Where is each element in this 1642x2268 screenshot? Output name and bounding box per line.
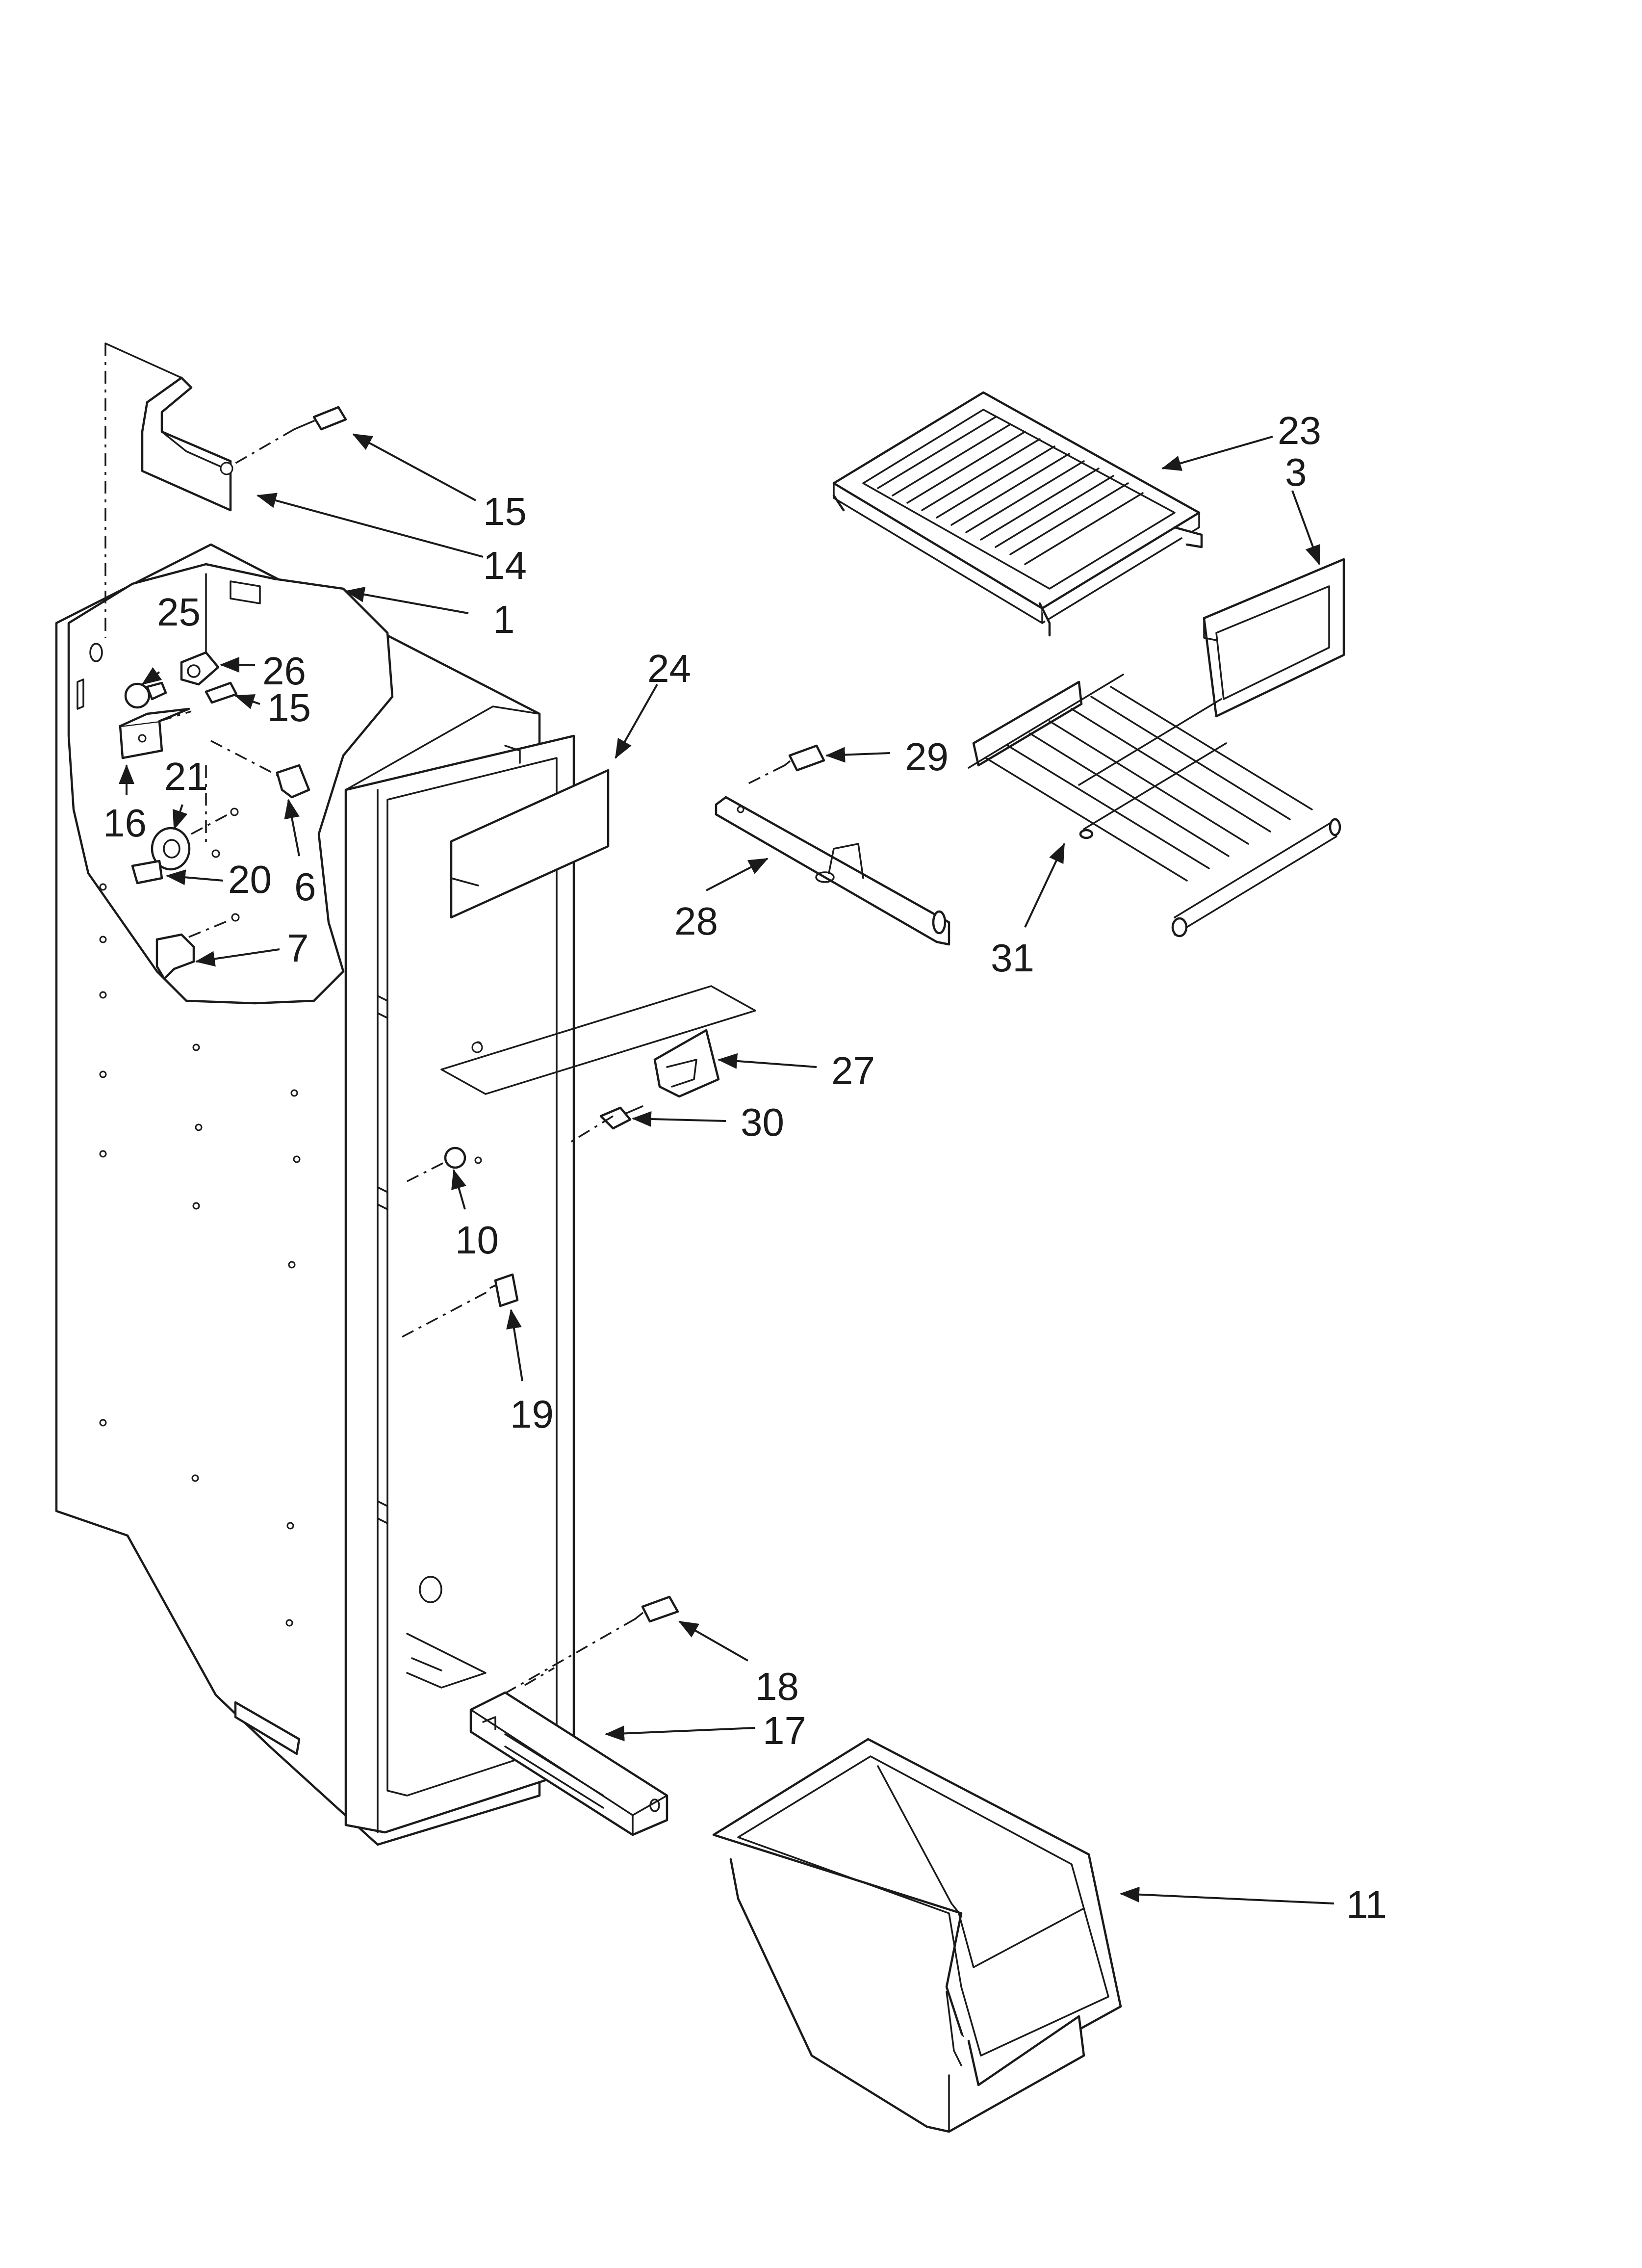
callout-11: 11 <box>1346 1883 1387 1927</box>
callout-1: 1 <box>493 598 515 641</box>
callout-16: 16 <box>103 801 147 845</box>
door-switch <box>402 1273 519 1338</box>
callout-30: 30 <box>741 1100 784 1144</box>
clip-6 <box>210 740 310 799</box>
callout-17: 17 <box>763 1709 806 1752</box>
fastener-10 <box>407 1147 466 1182</box>
control-mount <box>440 985 756 1144</box>
shelf-support <box>715 796 950 946</box>
callout-labels: 1 3 6 7 10 11 14 15 15 16 17 18 19 20 21… <box>103 409 1387 1927</box>
callout-19: 19 <box>510 1392 554 1436</box>
screw-15-top <box>230 406 347 467</box>
shelf-front <box>1203 558 1345 718</box>
connector-7 <box>155 913 240 980</box>
screw-15-inner <box>205 681 238 704</box>
callout-28: 28 <box>674 899 718 943</box>
ice-bin <box>712 1738 1122 2133</box>
leader-lines <box>119 433 1334 1904</box>
callout-7: 7 <box>287 926 309 970</box>
callout-20: 20 <box>228 858 272 901</box>
screw-29 <box>745 744 825 786</box>
callout-25: 25 <box>157 590 201 634</box>
light-bulb <box>124 681 167 709</box>
callout-3: 3 <box>1285 450 1307 494</box>
air-diffuser <box>450 769 610 919</box>
callout-31: 31 <box>991 936 1034 980</box>
callout-26: 26 <box>262 649 306 693</box>
callout-29: 29 <box>905 735 949 779</box>
callout-27: 27 <box>831 1049 875 1093</box>
light-socket <box>180 651 220 686</box>
screw-18 <box>497 1595 679 1698</box>
callout-10: 10 <box>455 1218 499 1262</box>
callout-23: 23 <box>1278 409 1321 452</box>
front-trim <box>469 1667 668 1836</box>
callout-15a: 15 <box>483 490 527 533</box>
wire-shelf <box>968 674 1341 938</box>
hinge-bracket <box>104 342 233 638</box>
callout-6: 6 <box>294 865 316 909</box>
callout-15b: 15 <box>267 686 311 730</box>
callout-21: 21 <box>164 755 208 798</box>
upper-shelf <box>832 391 1203 637</box>
switch-bracket <box>119 707 192 759</box>
thermostat-knob <box>131 765 239 885</box>
callout-24: 24 <box>647 647 691 690</box>
callout-18: 18 <box>755 1665 799 1708</box>
callout-14: 14 <box>483 544 527 587</box>
